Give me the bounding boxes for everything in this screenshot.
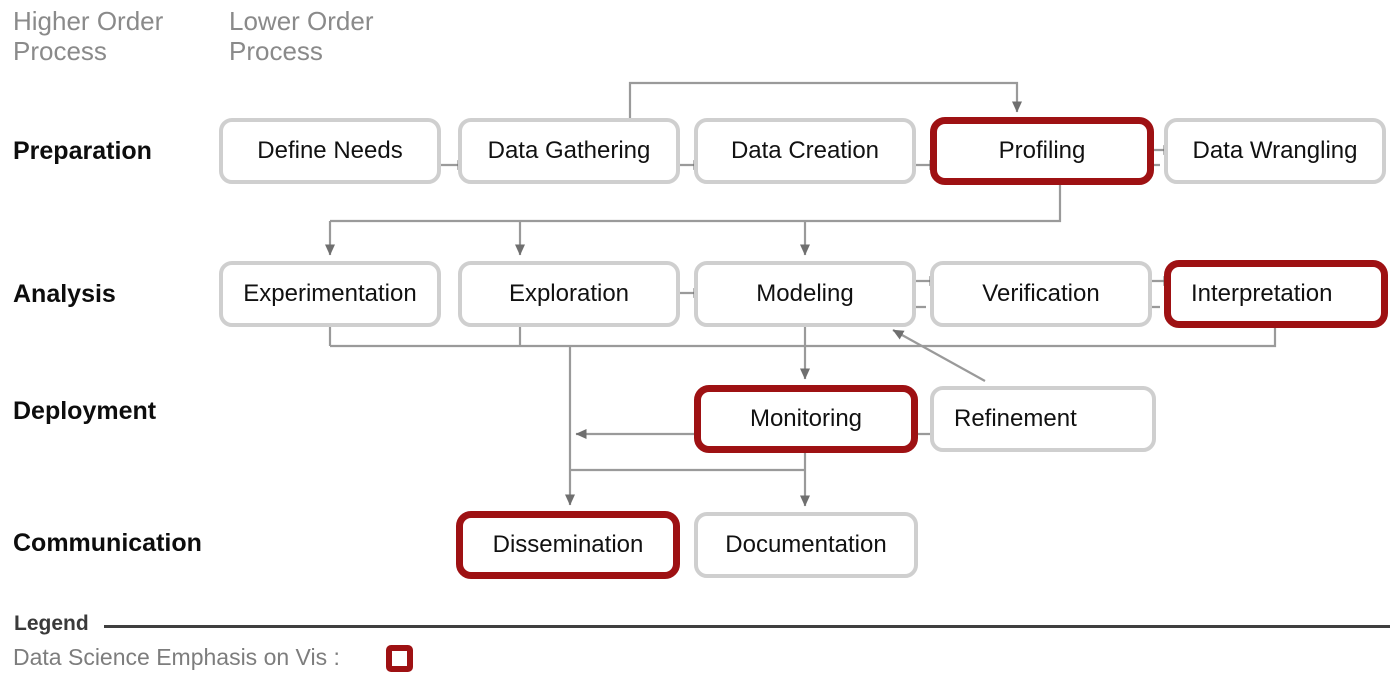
- node-interpretation[interactable]: Interpretation: [1164, 260, 1388, 328]
- node-label: Define Needs: [257, 137, 403, 164]
- row-label-communication: Communication: [13, 529, 202, 557]
- node-exploration[interactable]: Exploration: [458, 261, 680, 327]
- node-refinement[interactable]: Refinement: [930, 386, 1156, 452]
- node-label: Profiling: [998, 137, 1086, 164]
- row-label-analysis: Analysis: [13, 280, 116, 308]
- node-label: Data Wrangling: [1192, 137, 1358, 164]
- node-label: Experimentation: [243, 280, 417, 307]
- node-experimentation[interactable]: Experimentation: [219, 261, 441, 327]
- node-label: Verification: [982, 280, 1100, 307]
- legend-entry-label: Data Science Emphasis on Vis :: [13, 644, 340, 670]
- node-documentation[interactable]: Documentation: [694, 512, 918, 578]
- node-monitoring[interactable]: Monitoring: [694, 385, 918, 453]
- node-dissemination[interactable]: Dissemination: [456, 511, 680, 579]
- node-data-gathering[interactable]: Data Gathering: [458, 118, 680, 184]
- node-modeling[interactable]: Modeling: [694, 261, 916, 327]
- node-label: Documentation: [725, 531, 887, 558]
- node-label: Interpretation: [1191, 280, 1333, 307]
- node-label: Exploration: [508, 280, 630, 307]
- row-label-preparation: Preparation: [13, 137, 152, 165]
- legend-emphasis-swatch: [386, 645, 413, 672]
- column-header-higher-order: Higher Order Process: [13, 6, 164, 66]
- legend-title: Legend: [14, 612, 89, 635]
- column-header-lower-order: Lower Order Process: [229, 6, 374, 66]
- node-define-needs[interactable]: Define Needs: [219, 118, 441, 184]
- node-label: Modeling: [756, 280, 854, 307]
- node-data-wrangling[interactable]: Data Wrangling: [1164, 118, 1386, 184]
- node-verification[interactable]: Verification: [930, 261, 1152, 327]
- legend-divider: [104, 625, 1390, 628]
- node-data-creation[interactable]: Data Creation: [694, 118, 916, 184]
- node-label: Data Creation: [730, 137, 880, 164]
- node-label: Data Gathering: [487, 137, 651, 164]
- row-label-deployment: Deployment: [13, 397, 157, 425]
- node-label: Dissemination: [492, 531, 644, 558]
- node-label: Refinement: [954, 405, 1077, 432]
- node-label: Monitoring: [749, 405, 863, 432]
- node-profiling[interactable]: Profiling: [930, 117, 1154, 185]
